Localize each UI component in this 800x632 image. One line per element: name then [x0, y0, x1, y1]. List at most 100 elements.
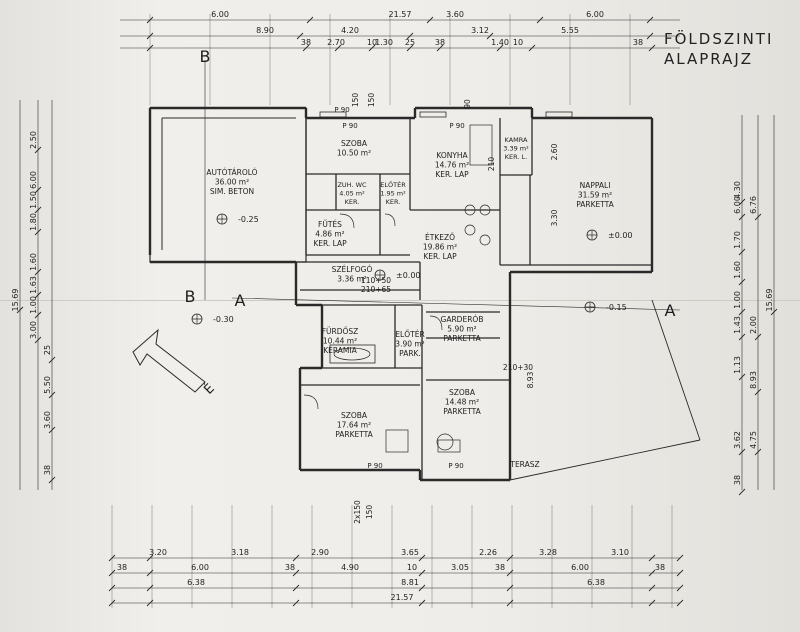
dimension-label-inner: 150 [367, 93, 376, 108]
room-floor-finish: PARKETTA [576, 200, 614, 209]
dimension-label-bottom: 38 [495, 563, 505, 572]
dimension-tick [738, 198, 746, 206]
paper-fold [0, 300, 800, 301]
room-floor-finish: KERAMIA [323, 346, 357, 355]
dimension-tick [738, 448, 746, 456]
dimension-tick [738, 213, 746, 221]
window-opening [319, 111, 347, 118]
chair [464, 224, 476, 236]
table [436, 433, 454, 451]
room-area: 5.90 m² [447, 325, 476, 334]
dimension-label-bottom: 3.18 [231, 548, 249, 557]
dimension-tick [368, 44, 376, 52]
dimension-label-top: 21.57 [389, 10, 412, 19]
dimension-label-left: 3.00 [29, 321, 38, 339]
room-name: SZOBA [341, 139, 368, 148]
dimension-label-bottom: 4.90 [341, 563, 359, 572]
dimension-label-top: 8.90 [256, 26, 274, 35]
dimension-label-left: 1.80 [29, 213, 38, 231]
room-name: TERASZ [509, 460, 539, 469]
dimension-label-bottom: 10 [407, 563, 417, 572]
dimension-tick [648, 569, 656, 577]
dimension-label-inner: 3.30 [550, 209, 559, 226]
dimension-label-inner: 2.60 [550, 143, 559, 160]
chair [464, 204, 476, 216]
level-value: ±0.00 [608, 231, 633, 240]
room-area: 1.95 m² [380, 190, 406, 198]
dimension-label-bottom: 2.90 [311, 548, 329, 557]
level-value: ±0.00 [396, 271, 421, 280]
section-mark-a-right: A [665, 301, 676, 320]
kitchen-counter [469, 124, 493, 166]
room-name: ELŐTÉR [380, 180, 406, 189]
room-area: 10.44 m² [323, 337, 357, 346]
dimension-tick [738, 278, 746, 286]
dimension-tick [648, 599, 656, 607]
dimension-label-bottom: 38 [285, 563, 295, 572]
room-name: FŰTÉS [318, 220, 342, 229]
room-floor-finish: PARKETTA [443, 407, 481, 416]
dimension-label-top: 6.00 [586, 10, 604, 19]
dimension-label-inner: 90 [463, 99, 472, 109]
dimension-label-right: 6.00 [733, 196, 742, 214]
dimension-label-top: 38 [633, 38, 643, 47]
dimension-label-left: 25 [43, 345, 52, 355]
dimension-label-top: 38 [435, 38, 445, 47]
bed [437, 439, 461, 453]
room-floor-finish: KER. [345, 198, 360, 206]
dimension-label-right: 6.76 [749, 196, 758, 214]
dimension-tick [646, 16, 654, 24]
room-area: 14.48 m² [445, 398, 479, 407]
dimension-label-right: 3.62 [733, 431, 742, 449]
room-area: 4.05 m² [339, 190, 365, 198]
room-name: ÉTKEZŐ [425, 233, 455, 242]
room-floor-finish: KER. L. [505, 153, 527, 161]
section-mark-b-top: B [200, 47, 211, 66]
dimension-tick [406, 44, 414, 52]
room-area: 14.76 m² [435, 161, 469, 170]
room-name: SZOBA [341, 411, 368, 420]
dimension-label-right: 4.75 [749, 431, 758, 449]
dimension-label-right: 15.69 [765, 289, 774, 312]
dimension-tick [292, 599, 300, 607]
door-swing [384, 213, 396, 227]
dimension-label-right: 2.00 [749, 316, 758, 334]
dimension-tick [34, 186, 42, 194]
room-floor-finish: PARK. [399, 349, 421, 358]
dimension-label-top: 3.60 [446, 10, 464, 19]
dimension-tick [292, 584, 300, 592]
plan-title: FÖLDSZINTI [664, 30, 774, 48]
bathtub-basin [333, 347, 371, 361]
dimension-tick [34, 336, 42, 344]
dimension-tick [738, 248, 746, 256]
dimension-label-inner: 8.93 [526, 371, 535, 388]
chair [479, 204, 491, 216]
room-name: ZUH. WC [337, 181, 367, 189]
dimension-tick [486, 32, 494, 40]
dimension-tick [48, 356, 56, 364]
dimension-label-bottom: 3.05 [451, 563, 469, 572]
dimension-label-inner: 150 [351, 93, 360, 108]
dimension-label-right: 1.00 [733, 291, 742, 309]
dimension-label-inner: 210+30 [503, 363, 533, 372]
room-floor-finish: KER. LAP [313, 239, 347, 248]
dimension-tick [418, 569, 426, 577]
dimension-label-right: 1.43 [733, 316, 742, 334]
door-swing [303, 394, 319, 410]
dimension-label-right: 1.70 [733, 231, 742, 249]
dimension-label-top: 10 [513, 38, 523, 47]
terrace-edge [651, 299, 701, 441]
dimension-label-left: 1.00 [29, 296, 38, 314]
dimension-tick [292, 569, 300, 577]
terrace-edge [509, 439, 701, 481]
window-label: P 90 [367, 462, 382, 470]
dimension-tick [676, 584, 684, 592]
dimension-tick [436, 44, 444, 52]
room-name: KAMRA [505, 136, 528, 144]
plan-subtitle: ALAPRAJZ [664, 50, 754, 68]
level-marker-cross [217, 214, 227, 224]
window-label: P 90 [334, 106, 349, 114]
window-opening [545, 111, 573, 118]
level-value: -0.25 [238, 215, 259, 224]
dimension-tick [48, 391, 56, 399]
